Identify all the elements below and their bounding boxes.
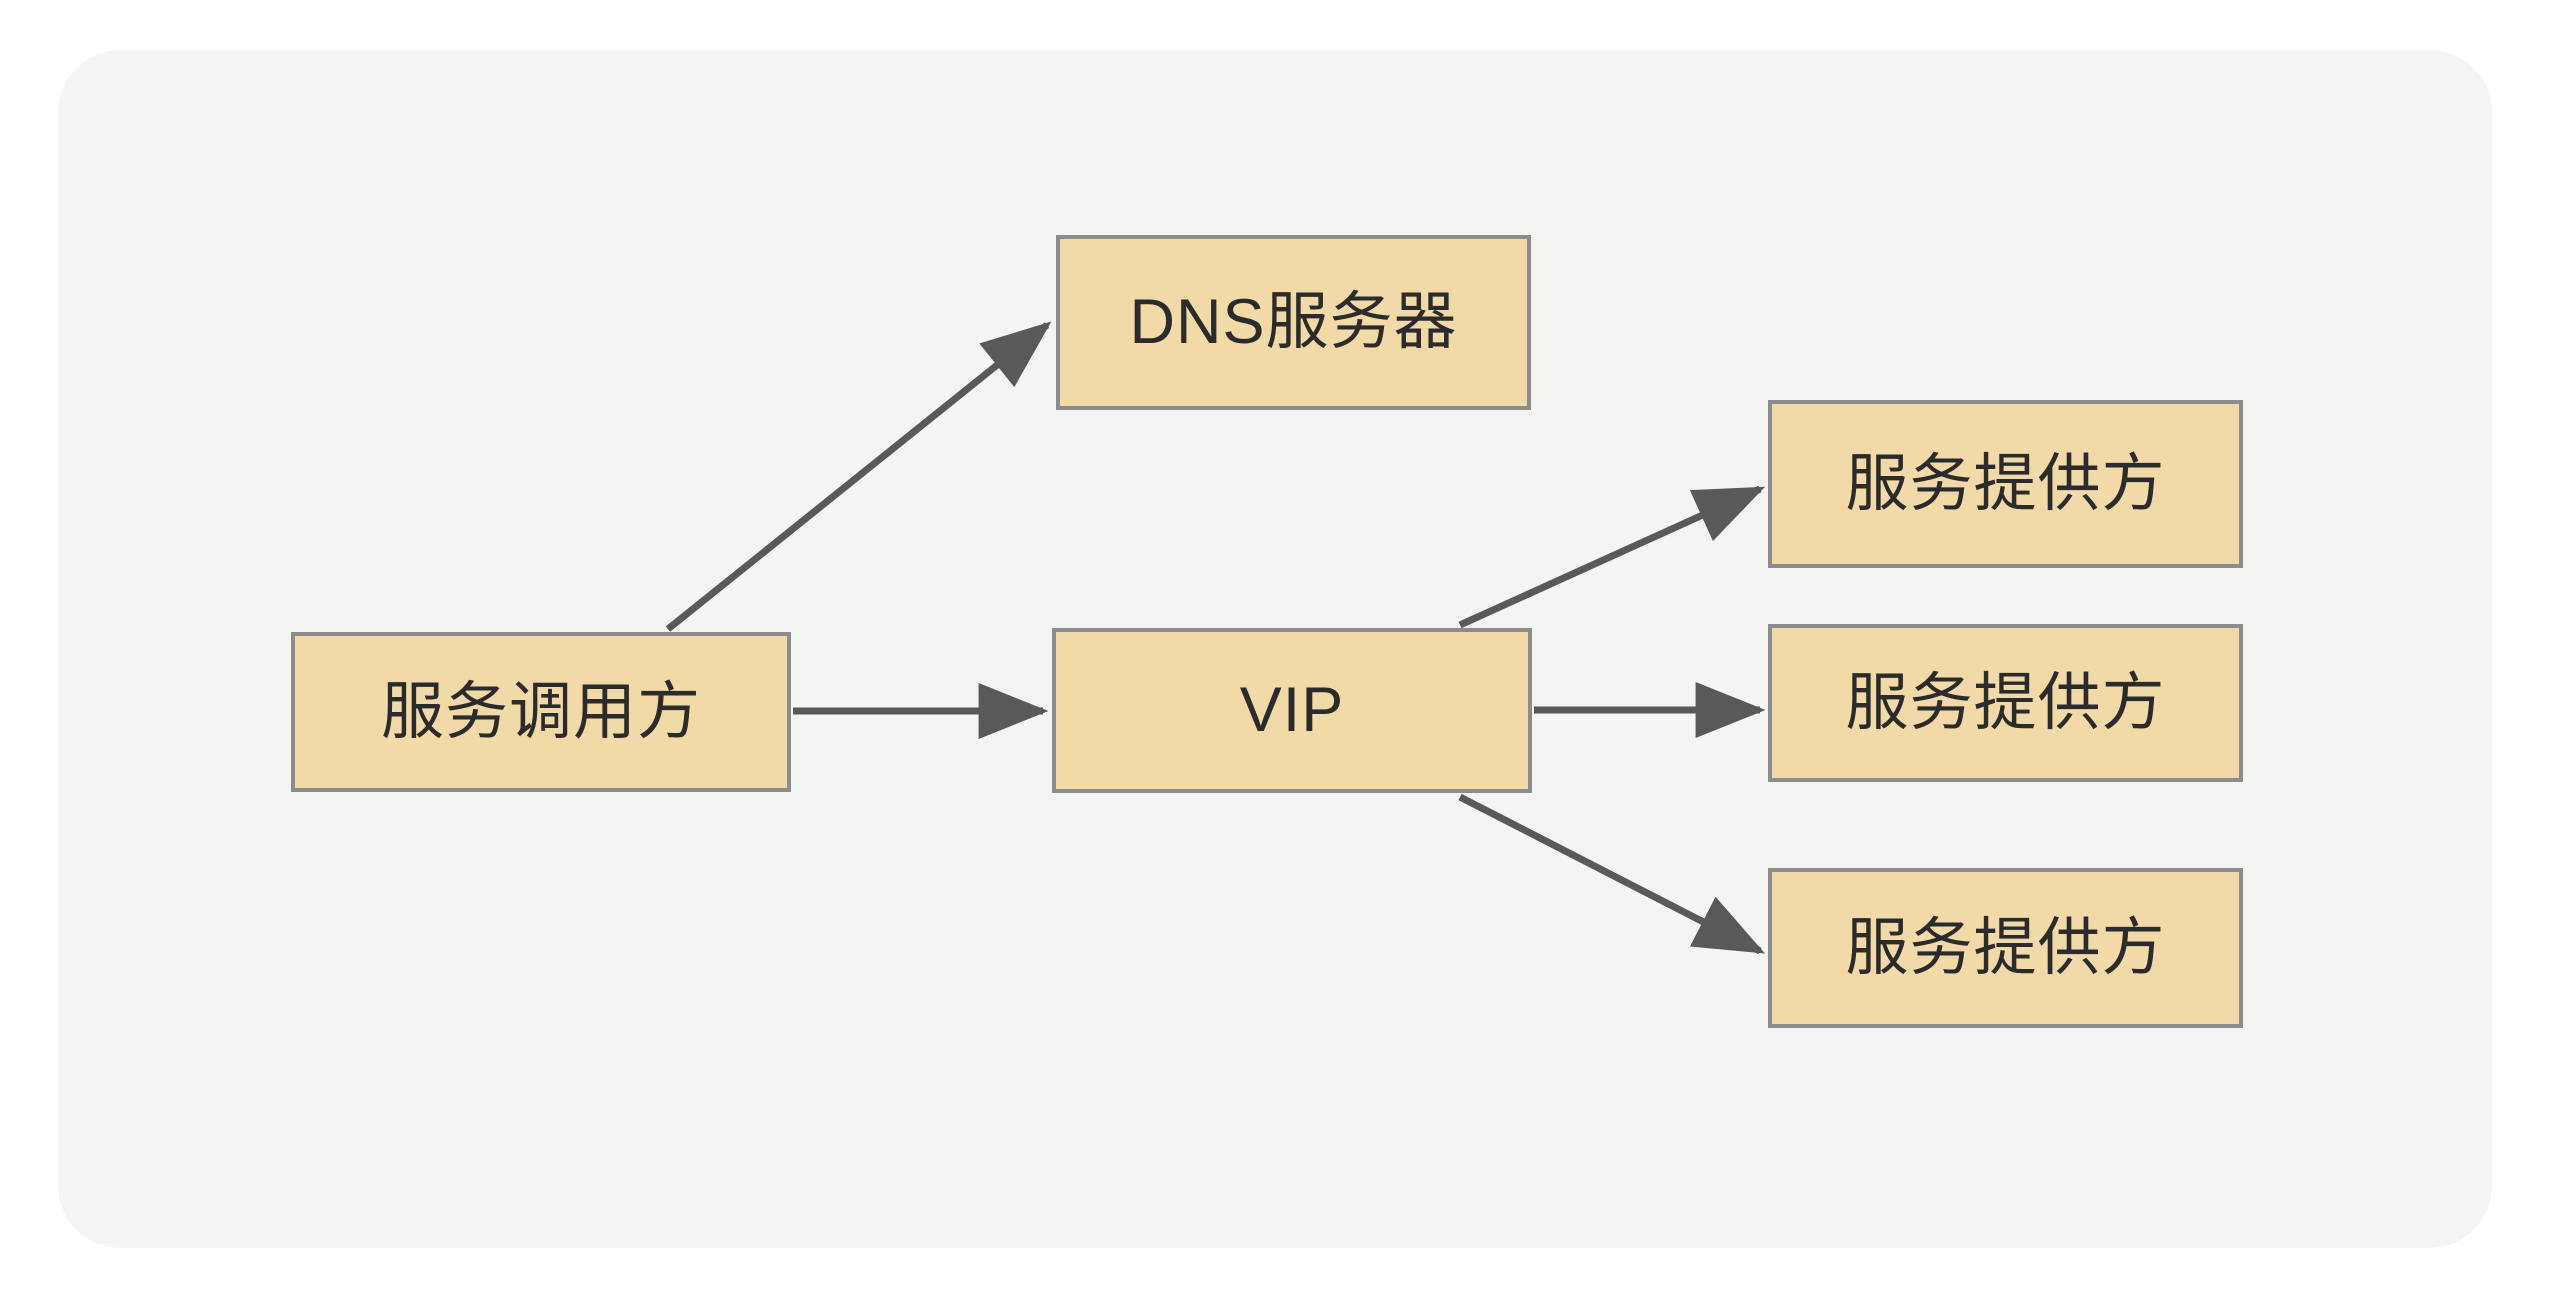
node-dns-server[interactable]: DNS服务器 [1056, 235, 1531, 410]
node-label-service-provider-1: 服务提供方 [1845, 448, 2166, 519]
node-label-dns-server: DNS服务器 [1129, 287, 1458, 357]
node-service-caller[interactable]: 服务调用方 [291, 632, 791, 792]
node-vip[interactable]: VIP [1052, 628, 1532, 793]
node-service-provider-1[interactable]: 服务提供方 [1768, 400, 2243, 568]
node-label-service-caller: 服务调用方 [381, 676, 701, 747]
node-label-service-provider-3: 服务提供方 [1845, 912, 2166, 983]
node-label-service-provider-2: 服务提供方 [1845, 667, 2166, 738]
node-service-provider-3[interactable]: 服务提供方 [1768, 868, 2243, 1028]
node-service-provider-2[interactable]: 服务提供方 [1768, 624, 2243, 782]
node-label-vip: VIP [1239, 675, 1345, 745]
